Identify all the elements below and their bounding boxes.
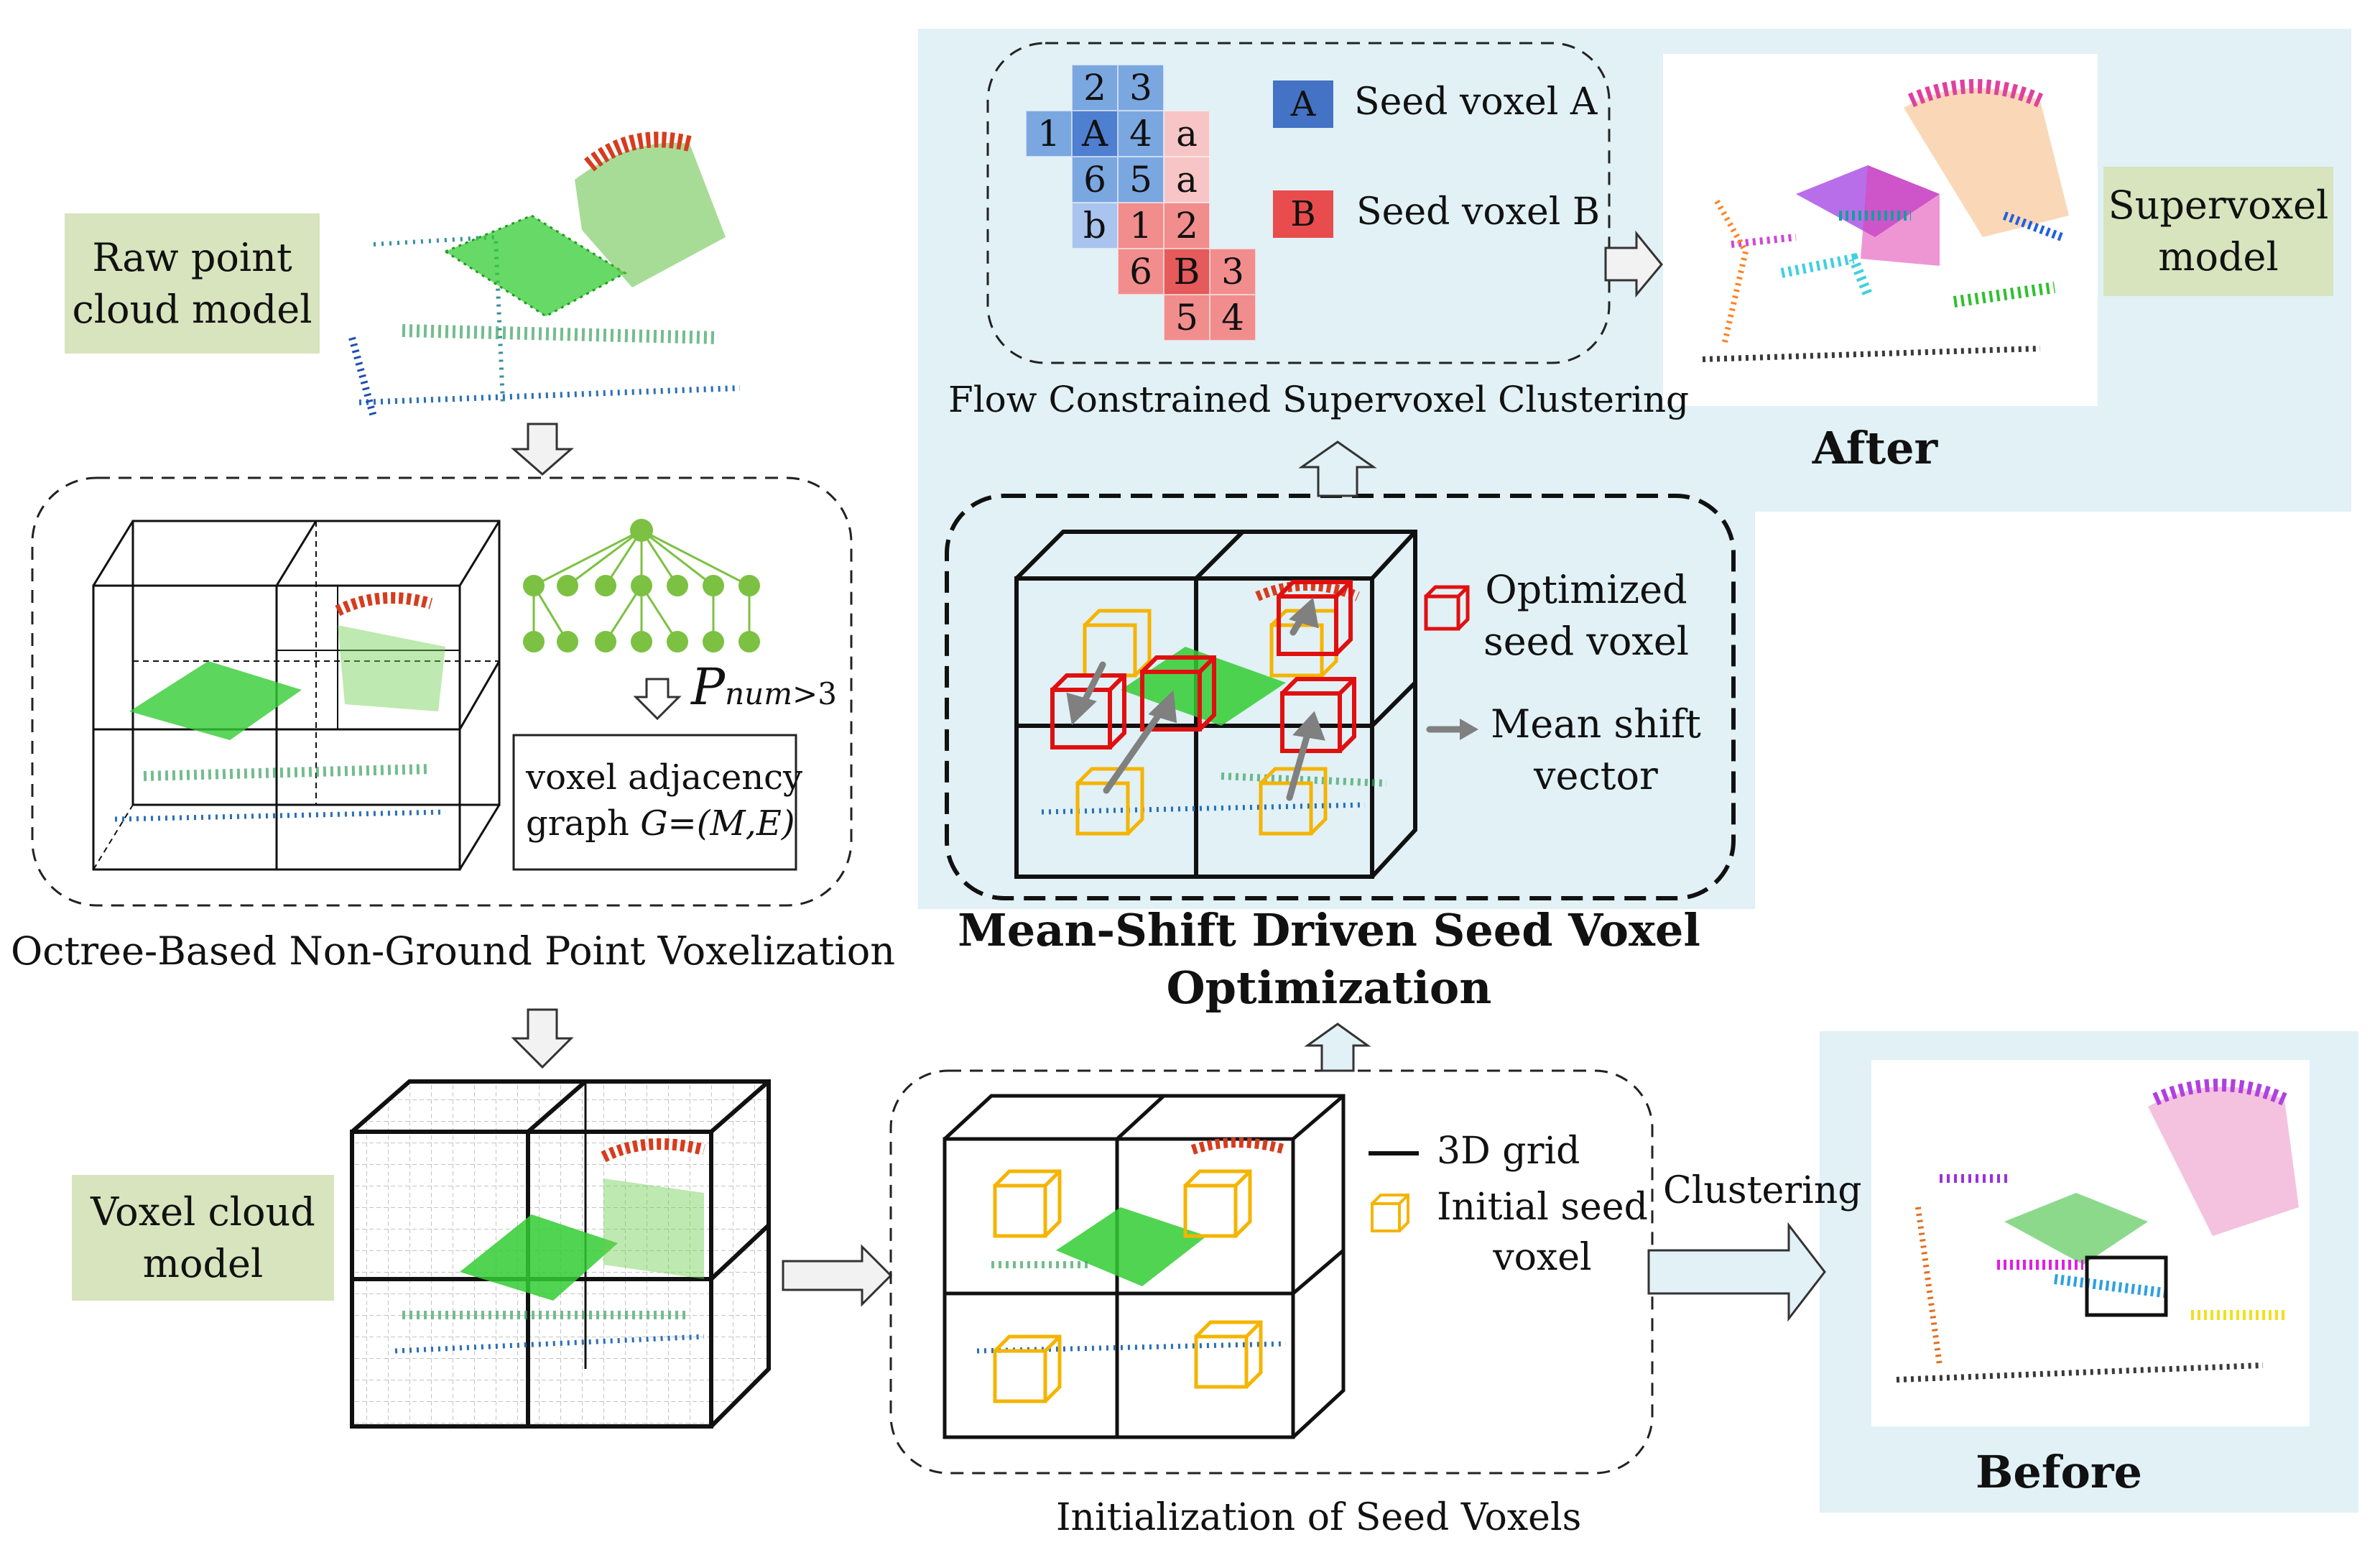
grid-cell: 6	[1118, 249, 1164, 295]
legend-optimized-line2: seed voxel	[1483, 619, 1690, 664]
octree-panel-border	[31, 476, 853, 907]
grid-cell: 4	[1210, 295, 1256, 341]
up-arrow-init-to-meanshift	[1304, 1023, 1371, 1072]
grid-cell: 5	[1118, 157, 1164, 203]
init-cube	[943, 1094, 1346, 1439]
before-supervoxel-image	[1896, 1079, 2299, 1383]
seed-b-label: Seed voxel B	[1356, 190, 1601, 234]
grid-cell: 6	[1072, 157, 1118, 203]
meanshift-cube	[1014, 530, 1417, 879]
adjacency-formula: G=(M,E)	[640, 803, 795, 844]
legend-initial-seed-line2: voxel	[1493, 1236, 1592, 1279]
grid-cell: 1	[1026, 111, 1072, 157]
grid-cell: 5	[1164, 295, 1210, 341]
clustering-label: Clustering	[1663, 1169, 1862, 1212]
raw-point-cloud-image	[348, 132, 741, 418]
pnum-label: Pnum>3	[691, 658, 837, 716]
supervoxel-line1: Supervoxel	[2108, 183, 2329, 228]
seed-a-key: A	[1290, 84, 1316, 124]
seed-voxel-grid: 2 3 1 A 4 a 6 5 a b 1 2 6 B 3 5 4	[1026, 65, 1256, 341]
before-title: Before	[1976, 1446, 2142, 1498]
legend-meanshift-line2: vector	[1534, 753, 1658, 798]
legend-optimized-line1: Optimized	[1485, 567, 1687, 612]
seed-a-label: Seed voxel A	[1354, 80, 1598, 124]
grid-cell: 2	[1164, 203, 1210, 249]
pnum-down-arrow	[633, 678, 682, 721]
voxel-cloud-cube	[350, 1079, 771, 1429]
pnum-sub: num	[725, 676, 793, 711]
legend-initial-seed-icon	[1371, 1194, 1409, 1232]
meanshift-title: Mean-Shift Driven Seed Voxel Optimizatio…	[955, 902, 1703, 1017]
legend-meanshift-arrow-icon	[1426, 719, 1478, 740]
octree-caption: Octree-Based Non-Ground Point Voxelizati…	[11, 928, 895, 974]
grid-cell: B	[1164, 249, 1210, 295]
after-title: After	[1812, 422, 1938, 474]
legend-meanshift-label: Mean shift vector	[1491, 698, 1701, 802]
legend-optimized-label: Optimized seed voxel	[1483, 564, 1689, 668]
voxel-cloud-line2: model	[142, 1240, 264, 1286]
supervoxel-label: Supervoxel model	[2103, 167, 2333, 296]
grid-cell: 4	[1118, 111, 1164, 157]
voxel-cloud-label: Voxel cloud model	[72, 1175, 334, 1301]
grid-cell: 1	[1118, 203, 1164, 249]
grid-cell: 3	[1210, 249, 1256, 295]
right-arrow-flow-to-after	[1604, 230, 1663, 298]
adjacency-graph-box	[512, 734, 797, 871]
grid-cell: a	[1164, 111, 1210, 157]
adjacency-line2-prefix: graph	[526, 803, 641, 844]
seed-b-key: B	[1290, 194, 1316, 234]
octree-tree-icon	[523, 519, 760, 652]
grid-cell: A	[1072, 111, 1118, 157]
pnum-cond: >3	[792, 676, 837, 711]
pnum-main: P	[691, 658, 726, 716]
octree-cube	[92, 520, 501, 871]
adjacency-line1: voxel adjacency	[526, 757, 803, 798]
supervoxel-line2: model	[2158, 234, 2279, 280]
legend-initial-seed-label: Initial seed voxel	[1437, 1182, 1648, 1283]
legend-3d-grid-label: 3D grid	[1437, 1130, 1580, 1173]
init-panel-border	[889, 1069, 1654, 1475]
flow-caption: Flow Constrained Supervoxel Clustering	[948, 379, 1690, 420]
adjacency-graph-text: voxel adjacency graph G=(M,E)	[526, 755, 802, 846]
legend-meanshift-line1: Mean shift	[1491, 701, 1701, 747]
clustering-arrow	[1647, 1222, 1826, 1322]
legend-optimized-seed-icon	[1424, 585, 1470, 631]
init-caption: Initialization of Seed Voxels	[1056, 1496, 1582, 1539]
seed-a-swatch: A	[1273, 80, 1333, 128]
flow-panel-border	[986, 42, 1611, 364]
down-arrow-2	[511, 1008, 574, 1069]
grid-cell: b	[1072, 203, 1118, 249]
grid-cell: 3	[1118, 65, 1164, 111]
raw-point-cloud-line2: cloud model	[72, 286, 312, 332]
seed-b-swatch: B	[1273, 190, 1333, 238]
voxel-cloud-line1: Voxel cloud	[91, 1189, 315, 1235]
raw-point-cloud-line1: Raw point	[92, 234, 292, 280]
meanshift-title-line1: Mean-Shift Driven Seed Voxel	[958, 904, 1700, 956]
after-supervoxel-image	[1702, 79, 2069, 362]
down-arrow-1	[511, 423, 574, 476]
up-arrow-meanshift-to-flow	[1298, 440, 1377, 497]
adjacency-line2: graph G=(M,E)	[526, 801, 802, 846]
right-arrow-voxel-to-init	[782, 1244, 893, 1307]
meanshift-title-line2: Optimization	[1166, 961, 1492, 1014]
legend-initial-seed-line1: Initial seed	[1437, 1186, 1648, 1229]
grid-cell: 2	[1072, 65, 1118, 111]
raw-point-cloud-label: Raw point cloud model	[65, 213, 320, 354]
grid-cell: a	[1164, 157, 1210, 203]
